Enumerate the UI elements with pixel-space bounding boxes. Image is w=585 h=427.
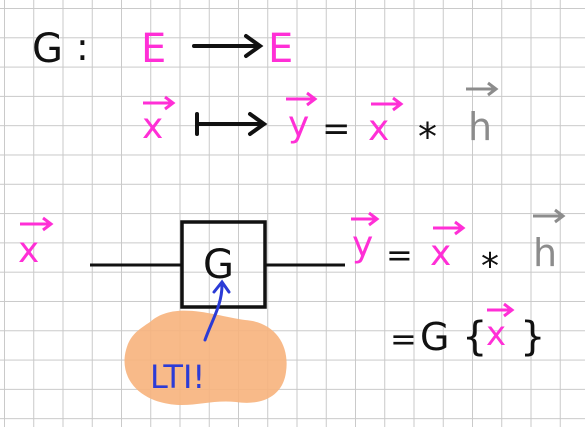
vector-arrow-icon xyxy=(143,95,176,111)
domain-E: E xyxy=(141,26,166,72)
eq1-lhs-y: y xyxy=(352,224,373,265)
eq1-h: h xyxy=(533,231,557,275)
codomain-E: E xyxy=(268,26,293,72)
eq2-x: x xyxy=(486,314,506,354)
eq1-equals: = xyxy=(386,236,413,274)
eq2-equals: = xyxy=(390,320,417,358)
mapsto-icon xyxy=(195,112,268,136)
vector-arrow-icon xyxy=(20,216,54,232)
eq2-open-brace: { xyxy=(462,314,487,360)
colon: : xyxy=(76,25,89,69)
highlight-blob xyxy=(124,310,287,405)
convolution-star: * xyxy=(418,115,437,159)
eq2-G: G xyxy=(420,315,449,359)
eq2-close-brace: } xyxy=(520,314,545,360)
vector-arrow-icon xyxy=(371,96,404,112)
pointer-arrow-icon xyxy=(203,279,231,342)
map-name-G: G xyxy=(32,26,63,72)
convolve-input-x: x xyxy=(368,108,389,149)
vector-arrow-icon xyxy=(533,208,566,224)
vector-arrow-icon xyxy=(433,220,466,236)
arrow-icon xyxy=(192,34,264,58)
eq1-x: x xyxy=(430,233,451,274)
block-input-x: x xyxy=(18,230,39,271)
input-vector-x: x xyxy=(142,106,163,147)
vector-arrow-icon xyxy=(487,302,515,318)
equals-sign: = xyxy=(322,109,351,149)
lti-note: LTI! xyxy=(150,358,205,396)
vector-arrow-icon xyxy=(286,91,318,107)
kernel-h: h xyxy=(468,105,492,149)
output-vector-y: y xyxy=(288,104,309,145)
block-label-G: G xyxy=(203,242,234,288)
vector-arrow-icon xyxy=(466,81,499,97)
eq1-star: * xyxy=(481,246,499,287)
vector-arrow-icon xyxy=(351,211,380,227)
